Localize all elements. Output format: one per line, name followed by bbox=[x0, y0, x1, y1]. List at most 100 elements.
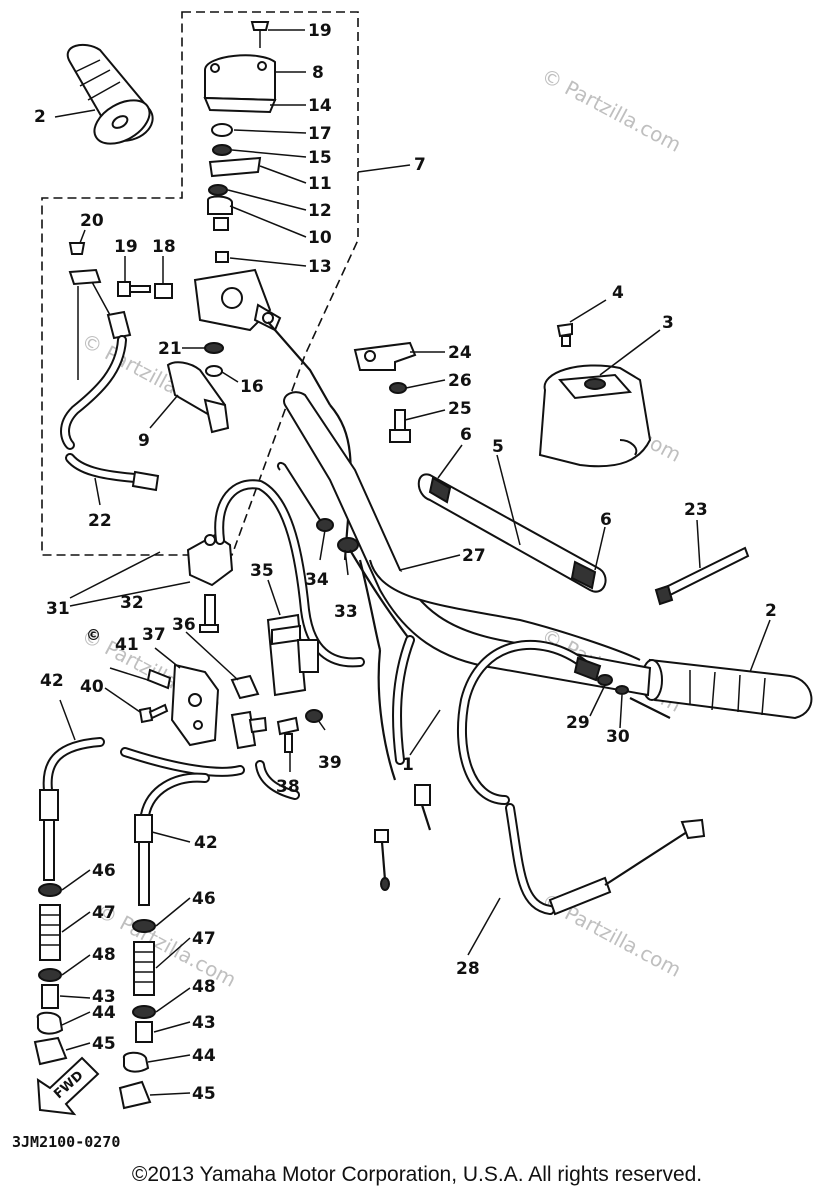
callout-10: 10 bbox=[308, 228, 332, 248]
callout-31: 31 bbox=[46, 599, 70, 619]
callout-27: 27 bbox=[462, 546, 486, 566]
callout-38: 38 bbox=[276, 777, 300, 797]
callout-28: 28 bbox=[456, 959, 480, 979]
callout-23: 23 bbox=[684, 500, 708, 520]
callout-35: 35 bbox=[250, 561, 274, 581]
callout-16: 16 bbox=[240, 377, 264, 397]
callout-37: 37 bbox=[142, 625, 166, 645]
callout-19: 19 bbox=[308, 21, 332, 41]
callout-33: 33 bbox=[334, 602, 358, 622]
handlebar-cover bbox=[538, 364, 652, 468]
bushing-16 bbox=[205, 365, 223, 377]
callout-18: 18 bbox=[152, 237, 176, 257]
left-grip bbox=[66, 43, 154, 145]
copyright-notice: ©2013 Yamaha Motor Corporation, U.S.A. A… bbox=[131, 1163, 703, 1186]
callout-42: 42 bbox=[40, 671, 64, 691]
callout-6: 6 bbox=[460, 425, 472, 445]
callout-14: 14 bbox=[308, 96, 332, 116]
screw-20 bbox=[68, 242, 111, 380]
washer-stack bbox=[207, 123, 262, 263]
callout-43: 43 bbox=[192, 1013, 216, 1033]
washer-21 bbox=[204, 342, 224, 354]
throttle-lower-housing bbox=[193, 268, 282, 332]
callout-labels: 19 8 14 17 15 11 12 10 13 7 2 20 19 18 2… bbox=[34, 21, 777, 1104]
throttle-cable-upper bbox=[267, 321, 331, 406]
callout-4: 4 bbox=[612, 283, 624, 303]
callout-46: 46 bbox=[92, 861, 116, 881]
throttle-housing-cover bbox=[203, 54, 277, 114]
callout-25: 25 bbox=[448, 399, 472, 419]
callout-17: 17 bbox=[308, 124, 332, 144]
callout-36: 36 bbox=[172, 615, 196, 635]
callout-42: 42 bbox=[194, 833, 218, 853]
screw-top bbox=[250, 21, 270, 48]
bolt-38 bbox=[276, 716, 300, 753]
switch-35 bbox=[230, 613, 319, 700]
bolt-40 bbox=[138, 703, 169, 724]
callout-30: 30 bbox=[606, 727, 630, 747]
nut-18 bbox=[154, 283, 173, 299]
callout-48: 48 bbox=[192, 977, 216, 997]
screw-4 bbox=[556, 322, 573, 347]
callout-45: 45 bbox=[92, 1034, 116, 1054]
callout-2: 2 bbox=[34, 107, 46, 127]
washer-26 bbox=[389, 382, 407, 394]
callout-44: 44 bbox=[192, 1046, 216, 1066]
bolt-41 bbox=[146, 668, 172, 690]
screw-19-lower bbox=[117, 281, 151, 297]
callout-9: 9 bbox=[138, 431, 150, 451]
callout-11: 11 bbox=[308, 174, 332, 194]
cable-tie bbox=[654, 546, 750, 606]
callout-20: 20 bbox=[80, 211, 104, 231]
callout-leaders bbox=[54, 29, 771, 1096]
callout-15: 15 bbox=[308, 148, 332, 168]
callout-48: 48 bbox=[92, 945, 116, 965]
callout-1: 1 bbox=[402, 755, 414, 775]
callout-21: 21 bbox=[158, 339, 182, 359]
callout-2: 2 bbox=[765, 601, 777, 621]
throttle-cable-28 bbox=[457, 639, 706, 916]
watermark-text: © Partzilla.com bbox=[538, 63, 686, 157]
assembly-group-outline bbox=[41, 11, 359, 556]
throttle-lever bbox=[166, 361, 230, 434]
callout-45: 45 bbox=[192, 1084, 216, 1104]
callout-12: 12 bbox=[308, 201, 332, 221]
callout-47: 47 bbox=[92, 903, 116, 923]
lever-holder bbox=[186, 479, 365, 668]
callout-7: 7 bbox=[414, 155, 426, 175]
forward-direction-arrow: FWD bbox=[36, 1056, 100, 1116]
callout-40: 40 bbox=[80, 677, 104, 697]
callout-41: 41 bbox=[115, 635, 139, 655]
callout-39: 39 bbox=[318, 753, 342, 773]
washer-39 bbox=[305, 709, 323, 723]
bolt-25 bbox=[389, 409, 411, 443]
callout-26: 26 bbox=[448, 371, 472, 391]
lower-cable-42b bbox=[134, 760, 300, 906]
callout-5: 5 bbox=[492, 437, 504, 457]
right-grip bbox=[641, 658, 813, 720]
bracket-24 bbox=[353, 341, 417, 371]
callout-47: 47 bbox=[192, 929, 216, 949]
callout-34: 34 bbox=[305, 570, 329, 590]
callout-44: 44 bbox=[92, 1003, 116, 1023]
lever-bracket-37 bbox=[170, 663, 268, 750]
diagram-code: 3JM2100-0270 bbox=[12, 1133, 121, 1151]
adjuster-stack-left bbox=[33, 883, 68, 1066]
brake-cable bbox=[276, 461, 432, 891]
callout-32: 32 bbox=[120, 593, 144, 613]
callout-22: 22 bbox=[88, 511, 112, 531]
switch-wire bbox=[60, 310, 160, 492]
callout-46: 46 bbox=[192, 889, 216, 909]
callout-3: 3 bbox=[662, 313, 674, 333]
handlebar bbox=[283, 391, 652, 697]
adjuster-stack-right bbox=[118, 919, 156, 1110]
callout-8: 8 bbox=[312, 63, 324, 83]
callout-watermark-c: © bbox=[86, 626, 101, 644]
callout-29: 29 bbox=[566, 713, 590, 733]
callout-24: 24 bbox=[448, 343, 472, 363]
lower-cable-42a bbox=[39, 737, 245, 881]
callout-6: 6 bbox=[600, 510, 612, 530]
callout-13: 13 bbox=[308, 257, 332, 277]
